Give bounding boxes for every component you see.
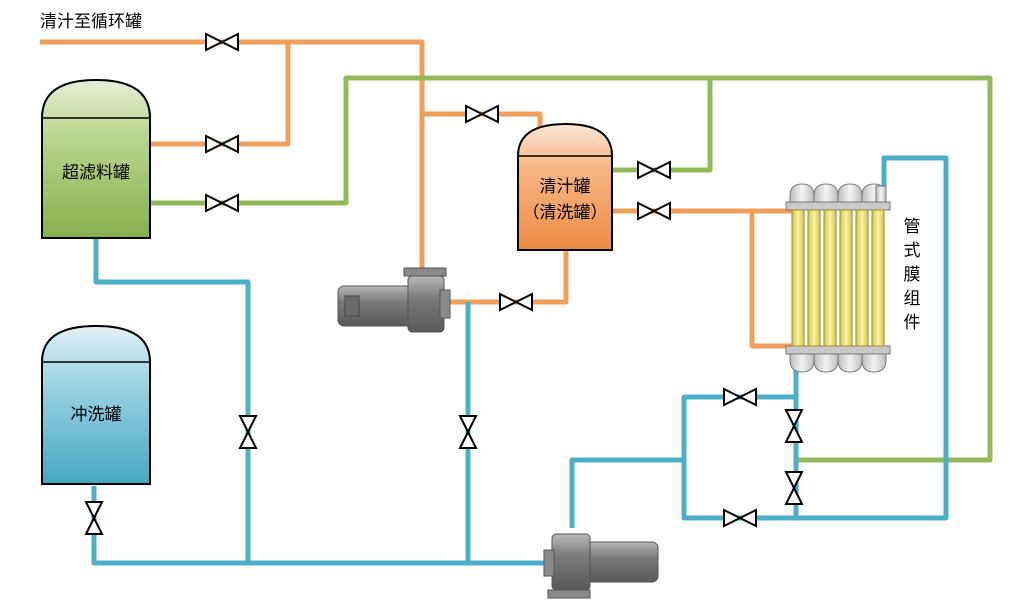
valve-icon[interactable] (637, 161, 671, 179)
flush-tank-label: 冲洗罐 (71, 405, 122, 425)
valve-icon[interactable] (465, 105, 499, 123)
membrane-tubes (791, 209, 885, 347)
green-pipe-clear-tank-branch (612, 78, 713, 173)
orange-pipe-network (40, 39, 800, 349)
orange-pipe-pump-to-clear-tank (450, 250, 569, 305)
flush-tank: 冲洗罐 (41, 324, 151, 485)
valve-icon[interactable] (723, 388, 757, 406)
orange-pipe-membrane-loop (749, 208, 800, 349)
orange-pipe-clear-tank-feed (422, 111, 543, 128)
valve-icon[interactable] (785, 409, 803, 443)
centrifugal-pump-lower (543, 533, 659, 599)
clear-juice-tank-sublabel: （清洗罐） (523, 203, 608, 223)
membrane-module-label: 管式膜组件 (904, 217, 921, 333)
membrane-top-bends (789, 183, 887, 205)
valve-icon[interactable] (459, 415, 477, 449)
orange-pipe-uf-tank-branch (150, 42, 291, 147)
valve-icon[interactable] (785, 471, 803, 505)
valve-icon[interactable] (205, 33, 239, 51)
clear-juice-tank-label: 清汁罐 (540, 177, 591, 197)
green-pipe-return-main (150, 75, 993, 463)
valve-icon[interactable] (239, 415, 257, 449)
valve-icon[interactable] (637, 202, 671, 220)
ultrafiltration-tank-label: 超滤料罐 (62, 163, 130, 183)
valve-icon[interactable] (85, 501, 103, 535)
blue-pipe-bottom-header (91, 486, 548, 566)
inlet-label: 清汁至循环罐 (40, 12, 142, 32)
ultrafiltration-tank: 超滤料罐 (41, 78, 151, 239)
centrifugal-pump-upper (337, 267, 451, 333)
valve-icon[interactable] (205, 135, 239, 153)
clear-juice-tank: 清汁罐 （清洗罐） (517, 122, 613, 251)
blue-pipe-pump2-discharge (569, 457, 684, 528)
valve-icon[interactable] (723, 509, 757, 527)
membrane-bottom-bends (789, 351, 887, 373)
tubular-membrane-module: 管式膜组件 (785, 183, 921, 373)
orange-pipe-inlet-line (40, 39, 425, 268)
valve-icon[interactable] (205, 194, 239, 212)
blue-pipe-valve-loop (681, 155, 949, 521)
valve-icon[interactable] (499, 293, 533, 311)
